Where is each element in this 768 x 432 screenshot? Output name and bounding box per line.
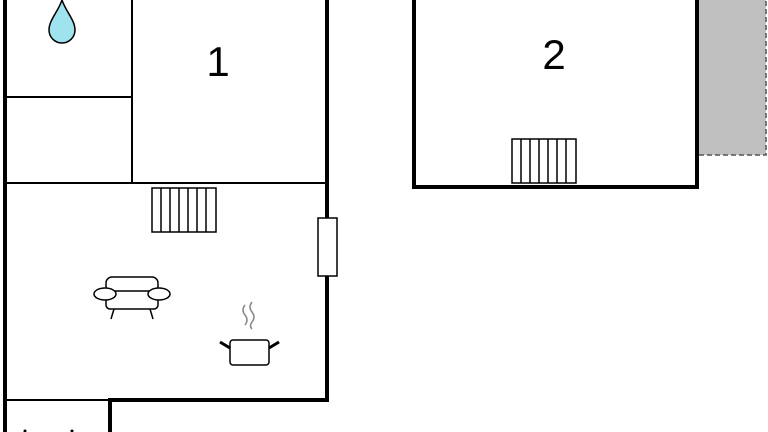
cooking-pot-icon xyxy=(219,301,280,366)
sofa-icon xyxy=(93,276,171,320)
outdoor-terrace xyxy=(696,0,767,156)
left-building-walls xyxy=(3,0,329,432)
room-label-2: 2 xyxy=(542,31,565,78)
room-label-1: 1 xyxy=(206,38,229,85)
radiator-icon xyxy=(511,138,577,184)
partial-furniture xyxy=(23,429,74,432)
water-drop-icon xyxy=(48,0,76,44)
window-icon xyxy=(317,217,338,277)
radiator-icon xyxy=(151,187,217,233)
